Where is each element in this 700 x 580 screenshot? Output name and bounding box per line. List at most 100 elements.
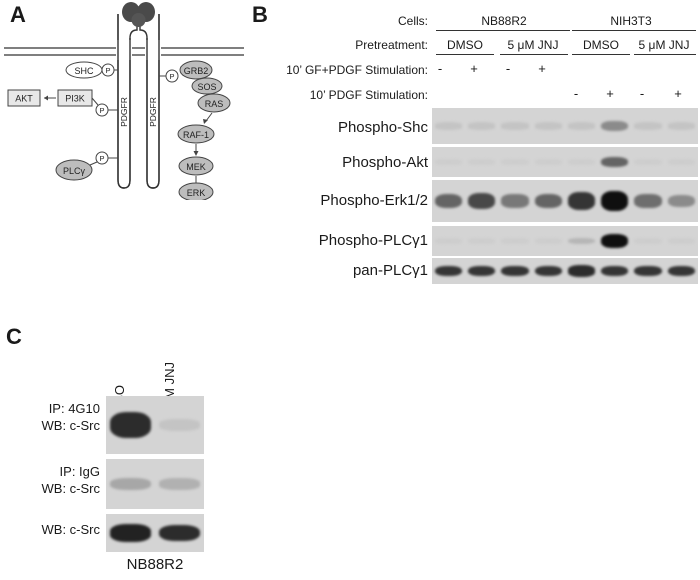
cells-label: Cells: (300, 14, 428, 28)
pretreatment-jnj: 5 μM JNJ (498, 38, 568, 52)
blot-band (535, 122, 562, 129)
blot-band (634, 238, 661, 243)
svg-text:P: P (169, 72, 174, 81)
blot-band (668, 238, 695, 243)
blot-strip-phospho-shc (432, 108, 698, 144)
blot-band (634, 266, 661, 277)
blot-strip-ip-4g10 (106, 396, 204, 454)
blot-band (668, 159, 695, 164)
ras-node: RAS (198, 94, 230, 112)
blot-strip-ip-igg (106, 459, 204, 509)
blot-band (601, 266, 628, 277)
blot-strip-phospho-plcg1 (432, 226, 698, 256)
blot-band (110, 412, 150, 437)
cell-group-nb88r2: NB88R2 (452, 14, 556, 28)
arrow-icon (194, 151, 199, 156)
blot-band (668, 122, 695, 129)
erk-node: ERK (179, 183, 213, 200)
cell-group-nih3t3: NIH3T3 (572, 14, 690, 28)
pdgf-sign: + (600, 86, 620, 101)
shc-label: SHC (74, 66, 94, 76)
blot-strip-phospho-erk (432, 180, 698, 222)
svg-text:P: P (105, 66, 110, 75)
blot-band (501, 194, 528, 207)
ip-label: IP: IgG (4, 464, 100, 479)
group-underline (572, 30, 696, 31)
blot-band (468, 238, 495, 243)
pretreatment-underline (572, 54, 630, 55)
blot-strip-wb-total (106, 514, 204, 552)
cell-line-label: NB88R2 (106, 556, 204, 573)
akt-node: AKT (8, 90, 40, 106)
ras-label: RAS (205, 99, 224, 109)
pdgf-stimulation-label: 10’ PDGF Stimulation: (260, 88, 428, 102)
blot-band (468, 159, 495, 164)
group-underline (436, 30, 570, 31)
pretreatment-label: Pretreatment: (300, 38, 428, 52)
blot-band (568, 122, 595, 129)
blot-band (634, 122, 661, 129)
pi3k-label: PI3K (65, 94, 85, 104)
gf-sign: + (464, 61, 484, 76)
blot-band (501, 238, 528, 243)
sos-label: SOS (197, 82, 216, 92)
wb-label: WB: c-Src (4, 481, 100, 496)
blot-row-label: Phospho-Akt (260, 154, 428, 171)
grb2-node: GRB2 (180, 61, 212, 79)
mek-label: MEK (186, 162, 206, 172)
blot-band (435, 194, 462, 208)
blot-band (159, 419, 199, 430)
pretreatment-dmso-2: DMSO (572, 38, 630, 52)
blot-band (601, 157, 628, 167)
arrow-icon (44, 96, 48, 101)
grb2-label: GRB2 (184, 66, 209, 76)
blot-band (435, 122, 462, 129)
wb-label: WB: c-Src (4, 522, 100, 537)
panel-b-letter: B (252, 2, 268, 28)
svg-text:P: P (99, 106, 104, 115)
blot-band (568, 238, 595, 244)
blot-band (110, 478, 150, 490)
plcg-label: PLCγ (63, 166, 86, 176)
pdgf-sign: - (566, 86, 586, 101)
pretreatment-underline (634, 54, 696, 55)
svg-text:P: P (99, 154, 104, 163)
blot-row-label: Phospho-Shc (260, 119, 428, 136)
pdgf-sign: - (632, 86, 652, 101)
blot-strip-pan-plcg1 (432, 258, 698, 284)
erk-label: ERK (187, 188, 206, 198)
blot-band (535, 238, 562, 243)
sos-node: SOS (192, 78, 222, 94)
blot-band (501, 122, 528, 129)
blot-band (535, 159, 562, 164)
blot-band (535, 194, 562, 208)
blot-band (668, 266, 695, 277)
blot-band (568, 192, 595, 210)
gf-sign: + (532, 61, 552, 76)
blot-band (468, 193, 495, 209)
blot-band (468, 266, 495, 277)
blot-row-label: Phospho-Erk1/2 (260, 192, 428, 209)
blot-band (634, 159, 661, 164)
blot-band (601, 234, 628, 248)
wb-label: WB: c-Src (4, 418, 100, 433)
pdgfr-label-left: PDGFR (119, 97, 129, 127)
pdgf-sign: + (668, 86, 688, 101)
blot-band (501, 159, 528, 164)
blot-row-label: pan-PLCγ1 (260, 262, 428, 279)
ip-label: IP: 4G10 (4, 401, 100, 416)
blot-band (435, 159, 462, 164)
pi3k-node: PI3K (58, 90, 92, 106)
pretreatment-jnj-2: 5 μM JNJ (630, 38, 698, 52)
blot-row-label: Phospho-PLCγ1 (260, 232, 428, 249)
mek-node: MEK (179, 157, 213, 175)
blot-band (668, 195, 695, 207)
blot-band (601, 121, 628, 131)
blot-band (568, 159, 595, 164)
gf-sign: - (498, 61, 518, 76)
blot-band (110, 524, 150, 541)
akt-label: AKT (15, 94, 33, 104)
blot-band (159, 525, 199, 542)
pathway-diagram: PDGFR PDGFR SHC P AKT PI3K P (0, 0, 250, 200)
